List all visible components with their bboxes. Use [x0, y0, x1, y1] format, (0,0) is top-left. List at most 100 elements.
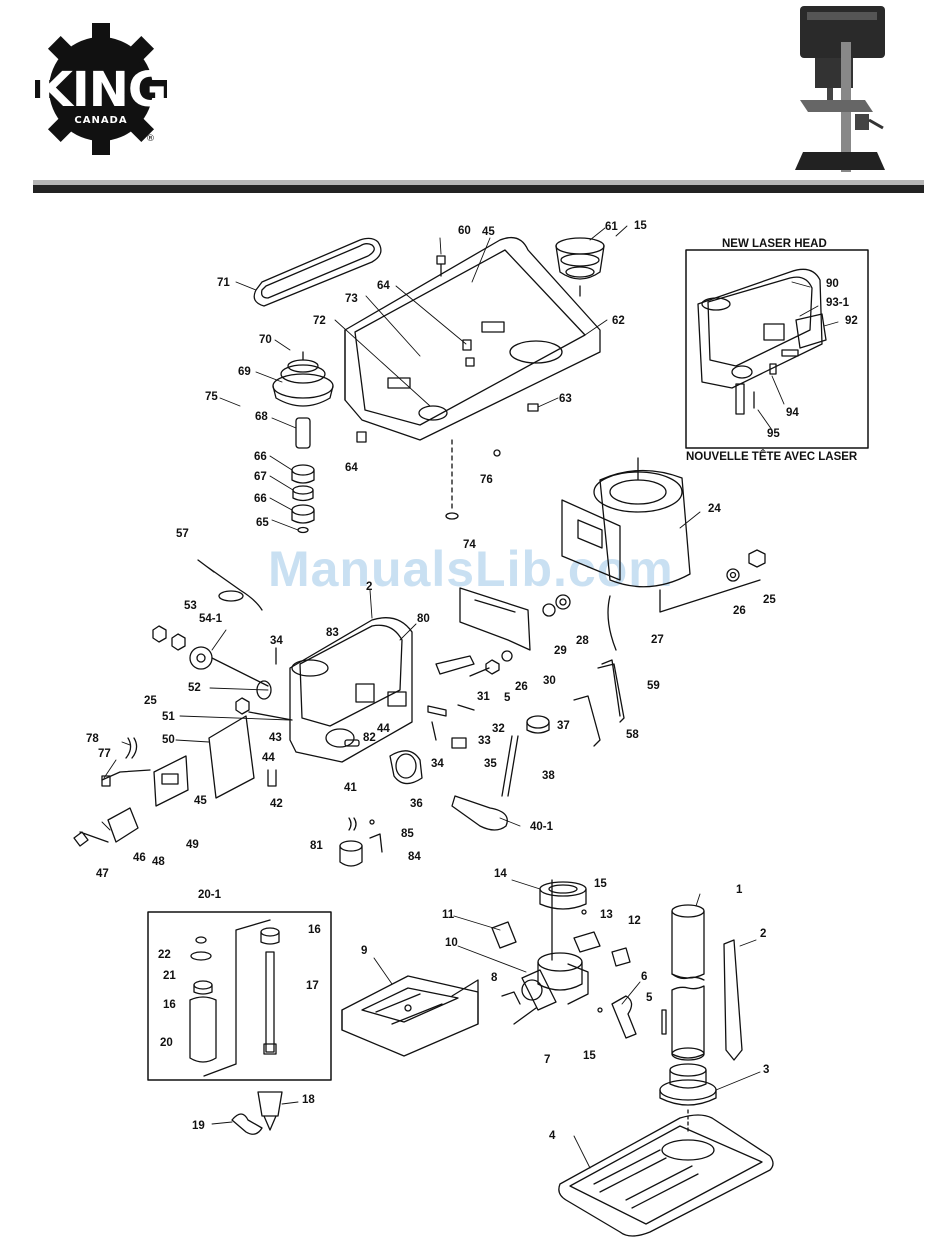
part-label: 28	[576, 635, 589, 647]
part-label: 13	[600, 909, 613, 921]
part-label: 63	[559, 393, 572, 405]
part-label: 7	[544, 1054, 550, 1066]
header-rule-light	[33, 180, 924, 185]
part-label: 93-1	[826, 297, 850, 309]
part-label: 92	[845, 315, 858, 327]
watermark-text: ManualsLib.com	[268, 541, 674, 597]
part-label: 12	[628, 915, 641, 927]
part-label: 4	[549, 1130, 556, 1142]
motor-pulley	[555, 237, 605, 297]
spindle-pulley	[272, 351, 334, 407]
part-label: 5	[504, 692, 511, 704]
part-label: 10	[445, 937, 458, 949]
part-label: 24	[708, 503, 721, 515]
belt-guard-cover	[344, 236, 601, 441]
part-label: 11	[442, 909, 455, 921]
column-support	[659, 1063, 717, 1106]
part-label: 38	[542, 770, 555, 782]
part-label: 26	[733, 605, 746, 617]
part-label: 66	[254, 493, 267, 505]
part-label: 26	[515, 681, 528, 693]
drill-press-thumbnail	[795, 6, 885, 172]
part-label: 59	[647, 680, 660, 692]
part-label: 90	[826, 278, 839, 290]
logo-subtitle: CANADA	[74, 115, 128, 126]
part-label: 72	[313, 315, 326, 327]
drill-table	[341, 975, 479, 1057]
part-label: 15	[583, 1050, 596, 1062]
part-label: 17	[306, 980, 319, 992]
part-label: 80	[417, 613, 430, 625]
gear-logo-icon	[35, 23, 167, 155]
inset-title-fr: NOUVELLE TÊTE AVEC LASER	[686, 451, 858, 463]
drill-press-base	[558, 1114, 774, 1237]
part-label: 74	[463, 539, 476, 551]
part-label: 34	[431, 758, 444, 770]
part-label: 1	[736, 884, 743, 896]
motor	[561, 457, 691, 651]
part-label: 50	[162, 734, 175, 746]
part-label: 95	[767, 428, 780, 440]
part-label: 25	[144, 695, 157, 707]
part-label: 34	[270, 635, 283, 647]
part-label: 6	[641, 971, 647, 983]
laser-head-casting	[697, 268, 827, 415]
part-label: 66	[254, 451, 267, 463]
part-label: 30	[543, 675, 556, 687]
part-label: 27	[651, 634, 664, 646]
part-label: 52	[188, 682, 201, 694]
part-label: 67	[254, 471, 267, 483]
part-label: 64	[377, 280, 390, 292]
part-label: 47	[96, 868, 109, 880]
part-label: 16	[163, 999, 176, 1011]
logo-registered-mark: ®	[146, 134, 155, 144]
part-label: 18	[302, 1094, 315, 1106]
part-label: 53	[184, 600, 197, 612]
part-label: 51	[162, 711, 175, 723]
inset-title-en: NEW LASER HEAD	[722, 238, 827, 250]
part-label: 70	[259, 334, 272, 346]
part-label: 77	[98, 748, 111, 760]
part-label: 36	[410, 798, 423, 810]
part-label: 37	[557, 720, 570, 732]
part-label: 57	[176, 528, 189, 540]
part-label: 40-1	[530, 821, 554, 833]
part-label: 60	[458, 225, 471, 237]
laser-head-inset-frame	[685, 249, 869, 449]
part-label: 45	[194, 795, 207, 807]
part-label: 49	[186, 839, 199, 851]
part-label: 20-1	[198, 889, 222, 901]
part-label: 19	[192, 1120, 205, 1132]
part-label: 85	[401, 828, 414, 840]
part-label: 75	[205, 391, 218, 403]
part-label: 21	[163, 970, 176, 982]
part-label: 35	[484, 758, 497, 770]
part-label: 44	[262, 752, 275, 764]
part-label: 16	[308, 924, 321, 936]
logo-wordmark: KING	[35, 62, 168, 118]
part-label: 45	[482, 226, 495, 238]
part-label: 43	[269, 732, 282, 744]
part-label: 44	[377, 723, 390, 735]
table-arm	[521, 879, 589, 1011]
part-label: 81	[310, 840, 323, 852]
part-label: 54-1	[199, 613, 223, 625]
part-label: 61	[605, 221, 618, 233]
part-label: 2	[760, 928, 766, 940]
part-labels: 60 45 61 15 71 64 73 72 62 70 69 75 63 6…	[86, 220, 858, 1142]
part-label: 94	[786, 407, 799, 419]
part-label: 65	[256, 517, 269, 529]
part-label: 3	[763, 1064, 769, 1076]
part-label: 58	[626, 729, 639, 741]
part-label: 78	[86, 733, 99, 745]
part-label: 83	[326, 627, 339, 639]
part-label: 5	[646, 992, 653, 1004]
part-label: 15	[594, 878, 607, 890]
part-label: 71	[217, 277, 230, 289]
part-label: 33	[478, 735, 491, 747]
part-label: 48	[152, 856, 165, 868]
part-label: 9	[361, 945, 367, 957]
part-label: 82	[363, 732, 376, 744]
